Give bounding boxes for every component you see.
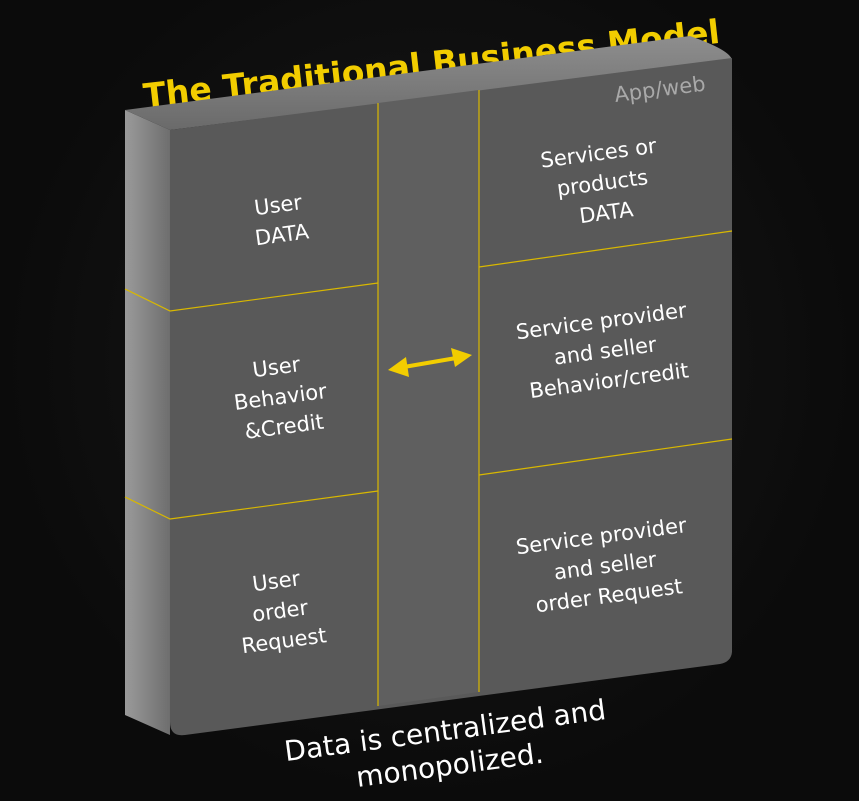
- slab-top-face: [125, 36, 732, 130]
- center-exchange-column: [378, 90, 479, 706]
- grid-lines: [124, 90, 733, 706]
- slab-side-face: [125, 110, 170, 735]
- bidirectional-arrow-icon: [388, 348, 472, 377]
